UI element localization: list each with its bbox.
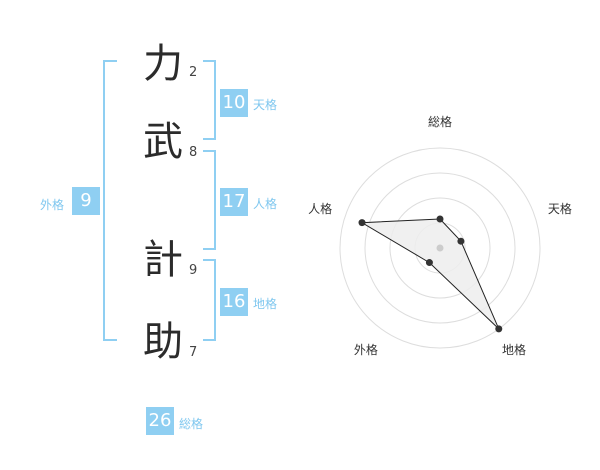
radar-point <box>425 259 433 267</box>
name-char-2: 武 <box>143 119 183 165</box>
tenkaku-value: 10 <box>220 89 248 117</box>
radar-axis-label: 天格 <box>548 201 572 216</box>
stroke-count-4: 7 <box>189 345 198 360</box>
radar-ring <box>364 172 516 324</box>
radar-rings <box>339 147 541 349</box>
jinkaku-label: 人格 <box>253 197 278 211</box>
chikaku-label: 地格 <box>253 297 278 311</box>
radar-center-dot <box>436 244 444 252</box>
tenkaku-bracket <box>203 60 216 140</box>
gaikaku-bracket <box>103 60 117 341</box>
tenkaku-label: 天格 <box>253 98 278 112</box>
radar-points <box>358 215 503 333</box>
radar-axis-label: 外格 <box>354 342 378 357</box>
soukaku-value: 26 <box>146 407 174 435</box>
radar-point <box>436 215 444 223</box>
radar-point <box>457 237 465 245</box>
radar-polygon <box>360 218 500 330</box>
name-char-1: 力 <box>143 41 183 87</box>
chikaku-value: 16 <box>220 288 248 316</box>
name-char-3: 計 <box>143 237 183 283</box>
stroke-count-3: 9 <box>189 263 198 278</box>
radar-point <box>495 325 503 333</box>
gaikaku-label: 外格 <box>40 198 65 212</box>
stroke-count-1: 2 <box>189 65 198 80</box>
radar-axis-label: 地格 <box>502 342 526 357</box>
gaikaku-value: 9 <box>72 187 100 215</box>
radar-ring <box>389 197 491 299</box>
chikaku-bracket <box>203 259 216 341</box>
soukaku-label: 総格 <box>179 417 204 431</box>
radar-axis-label: 人格 <box>308 201 332 216</box>
jinkaku-bracket <box>203 150 216 250</box>
jinkaku-value: 17 <box>220 188 248 216</box>
name-char-4: 助 <box>143 319 183 365</box>
stroke-count-2: 8 <box>189 145 198 160</box>
radar-point <box>358 219 366 227</box>
radar-ring <box>339 147 541 349</box>
radar-axis-label: 総格 <box>428 114 452 129</box>
